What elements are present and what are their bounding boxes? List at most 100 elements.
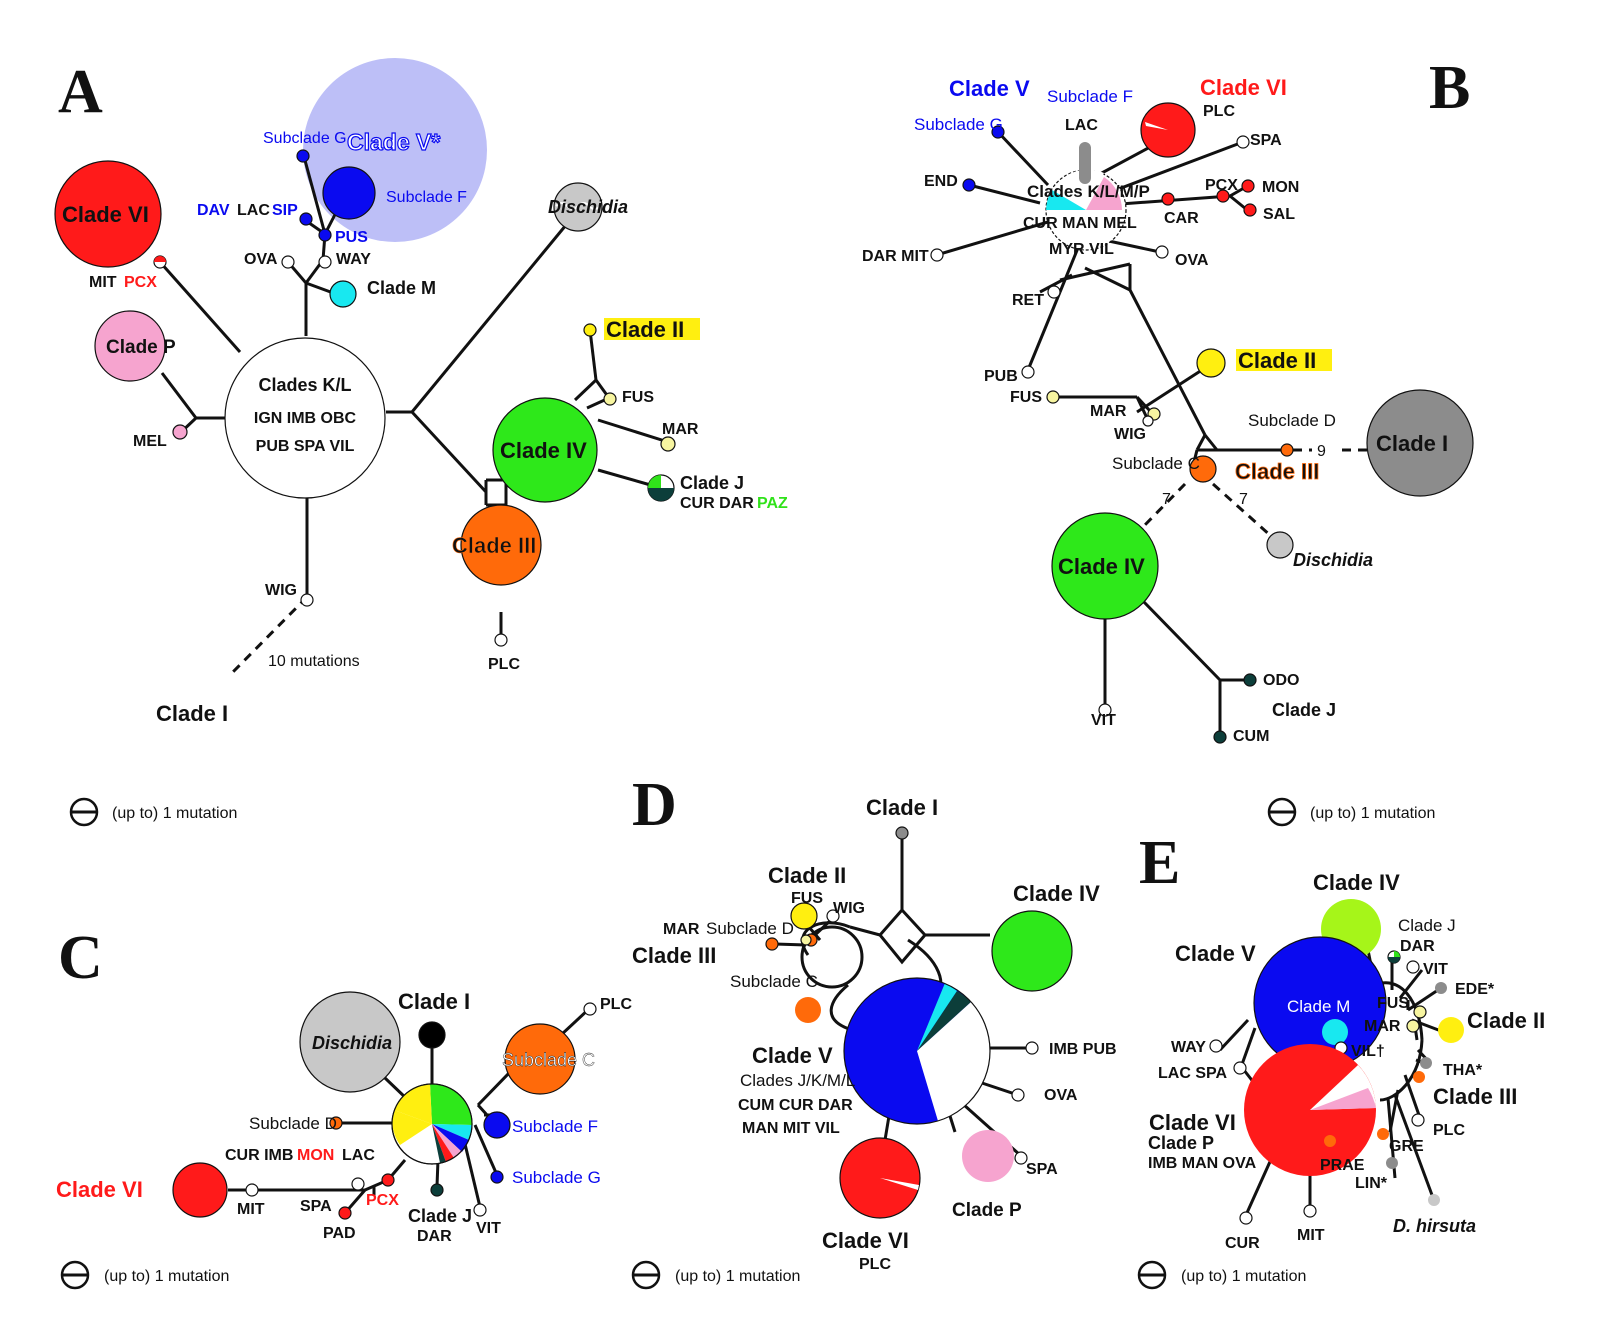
- clade-vi-label: Clade VI: [62, 202, 149, 227]
- clade-p-node: [94, 310, 166, 382]
- subclade-g-label-c: Subclade G: [512, 1168, 601, 1187]
- car-label: CAR: [1164, 210, 1199, 227]
- pub-node: [1021, 365, 1035, 379]
- tha-label: THA*: [1443, 1062, 1483, 1079]
- panel-a: A: [54, 58, 788, 827]
- clade-iii-label-b: Clade III: [1235, 459, 1319, 484]
- mar-node-d: [765, 937, 779, 951]
- panel-b-legend: (up to) 1 mutation: [1267, 797, 1435, 827]
- fus-node-b: [1046, 390, 1060, 404]
- man-mit-vil-label: MAN MIT VIL: [742, 1120, 840, 1137]
- pcx-label: PCX: [124, 274, 157, 291]
- clade-p-label-d: Clade P: [952, 1200, 1022, 1221]
- clade-vi-node: [54, 160, 162, 268]
- pcx-label-b: PCX: [1205, 177, 1238, 194]
- fus-node-e: [1413, 1005, 1427, 1019]
- clade-ii-node: [583, 323, 597, 337]
- clade-j-node-c: [430, 1183, 444, 1197]
- clades-kl-line3: PUB SPA VIL: [256, 438, 355, 455]
- clade-vi-label-d: Clade VI: [822, 1228, 909, 1253]
- end-node: [962, 178, 976, 192]
- clade-ii-node-b: [1196, 348, 1226, 378]
- cur-node-e: [1239, 1211, 1253, 1225]
- lac-label-c: LAC: [342, 1147, 375, 1164]
- panel-e: E: [1137, 829, 1545, 1290]
- lac-spa-node-e: [1233, 1061, 1247, 1075]
- spa-label-c: SPA: [300, 1198, 332, 1215]
- clades-klmp-label: Clades K/L/M/P: [1027, 182, 1150, 201]
- clade-iv-label-d: Clade IV: [1013, 881, 1100, 906]
- panel-c-letter: C: [58, 924, 103, 992]
- subclade-c-label-c: Subclade C: [502, 1050, 595, 1070]
- subclade-d-label-c: Subclade D: [249, 1114, 337, 1133]
- clade-j-label-b: Clade J: [1272, 700, 1336, 720]
- gre-label: GRE: [1389, 1138, 1424, 1155]
- car-node: [1161, 192, 1175, 206]
- subclade-c-node-b: [1189, 455, 1217, 483]
- subclade-d-node-b: [1280, 443, 1294, 457]
- clade-ii-label-e: Clade II: [1467, 1008, 1545, 1033]
- dav-lac-sip-node: [299, 212, 313, 226]
- panel-c-legend: (up to) 1 mutation: [60, 1260, 229, 1290]
- clade-i-node-b: [1366, 389, 1474, 497]
- ten-mutations-label: 10 mutations: [268, 653, 360, 670]
- wig-node-d: [826, 909, 840, 923]
- fus-label: FUS: [622, 389, 654, 406]
- clade-ii-label-b: Clade II: [1238, 348, 1316, 373]
- plc-label-c: PLC: [600, 996, 632, 1013]
- nine-mutations-label: 9: [1317, 443, 1326, 460]
- sip-label: SIP: [272, 202, 298, 219]
- clade-v-node-d: [843, 977, 991, 1125]
- mon-label: MON: [1262, 179, 1299, 196]
- ova-label: OVA: [244, 251, 278, 268]
- end-label: END: [924, 173, 958, 190]
- ede-label: EDE*: [1455, 981, 1495, 998]
- clade-ii-node-e: [1438, 1017, 1464, 1043]
- clade-p-label-e: Clade P: [1148, 1133, 1214, 1153]
- pcx-node-c: [381, 1173, 395, 1187]
- clade-v-star-label: Clade V*: [347, 129, 440, 155]
- dar-label-e: DAR: [1400, 938, 1435, 955]
- fus-label-b: FUS: [1010, 389, 1042, 406]
- dar-mit-node: [930, 248, 944, 262]
- dav-label: DAV: [197, 202, 230, 219]
- spa-node-d: [1014, 1151, 1028, 1165]
- subclade-c-node-d: [795, 997, 821, 1023]
- way-node-e: [1209, 1039, 1223, 1053]
- pcx-node-b: [1216, 189, 1230, 203]
- subclade-g-label-b: Subclade G: [914, 115, 1003, 134]
- vit-label: VIT: [1091, 712, 1116, 729]
- pub-label: PUB: [984, 368, 1018, 385]
- mar-label-b: MAR: [1090, 403, 1127, 420]
- subclade-f-node: [322, 166, 376, 220]
- lin-label: LIN*: [1355, 1175, 1388, 1192]
- clade-p-label: Clade P: [106, 337, 176, 358]
- seven-a-label: 7: [1162, 491, 1171, 508]
- wig-label-b: WIG: [1114, 426, 1146, 443]
- mel-label: MEL: [133, 433, 167, 450]
- subclade-d-node-c: [329, 1116, 343, 1130]
- clade-iv-label: Clade IV: [500, 438, 587, 463]
- plc-label-d: PLC: [859, 1256, 891, 1273]
- panel-d-legend: (up to) 1 mutation: [631, 1260, 800, 1290]
- clade-iii-node-e: [1413, 1071, 1425, 1083]
- pus-node: [318, 228, 332, 242]
- way-node: [318, 255, 332, 269]
- ova-label-b: OVA: [1175, 252, 1209, 269]
- mon-label-c: MON: [297, 1147, 334, 1164]
- clade-iv-node-b: [1051, 512, 1159, 620]
- vit-node: [1098, 703, 1112, 717]
- cur-imb-label: CUR IMB: [225, 1147, 293, 1164]
- vit-node-c: [473, 1203, 487, 1217]
- ova-node: [281, 255, 295, 269]
- clade-iv-label-e: Clade IV: [1313, 870, 1400, 895]
- myr-vil-label: MYR VIL: [1049, 241, 1114, 258]
- clade-iv-node-d: [991, 910, 1073, 992]
- ret-node: [1047, 285, 1061, 299]
- fus-label-e: FUS: [1377, 995, 1409, 1012]
- mel-node: [172, 424, 188, 440]
- lac-label: LAC: [237, 202, 270, 219]
- odo-label: ODO: [1263, 672, 1299, 689]
- lac-spa-label-e: LAC SPA: [1158, 1065, 1227, 1082]
- vit-node-e: [1406, 960, 1420, 974]
